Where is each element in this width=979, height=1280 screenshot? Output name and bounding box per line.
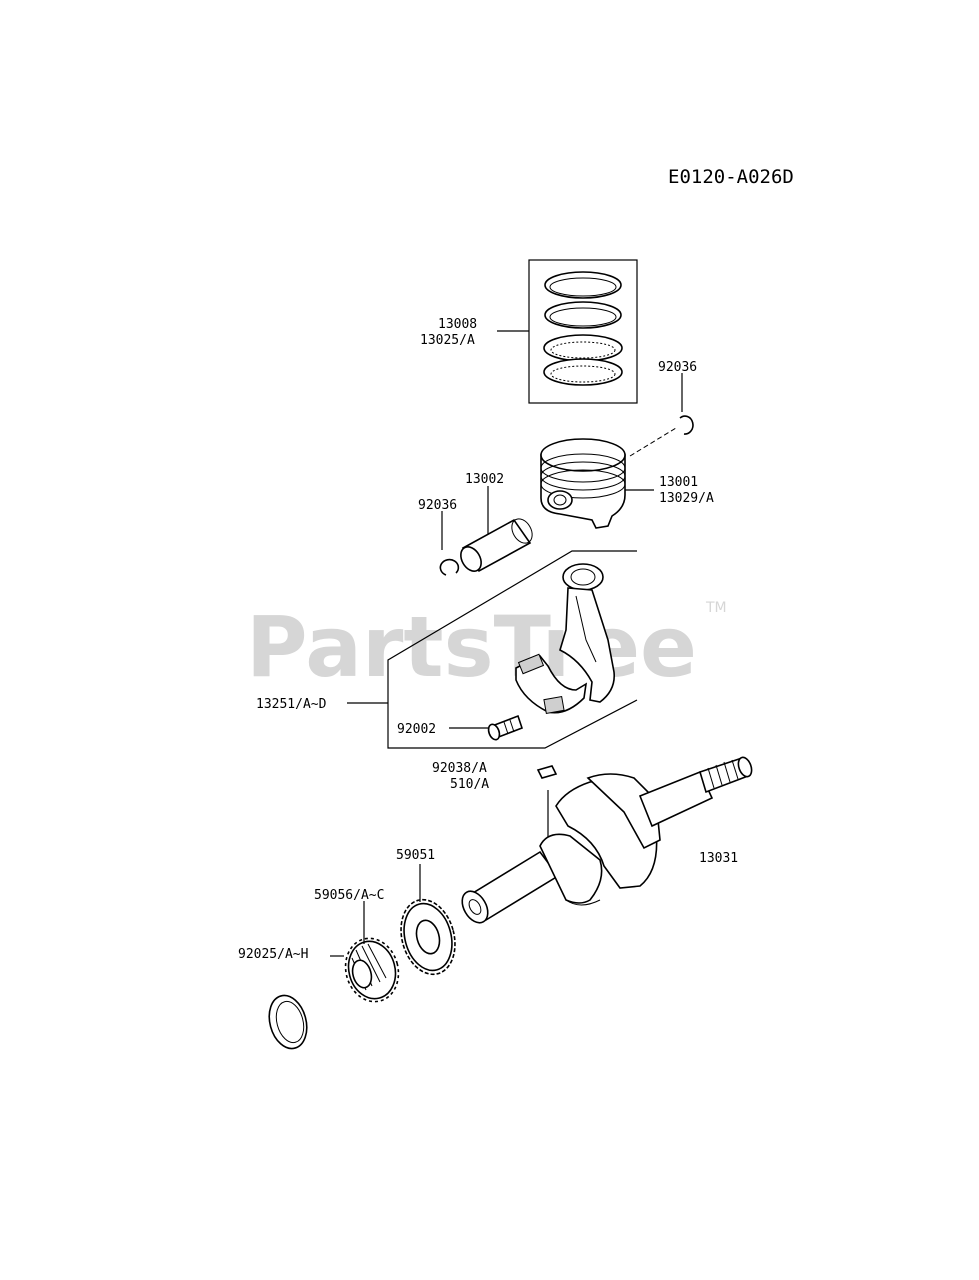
callout-92038a: 92038/A [432, 761, 487, 776]
rod-bolt[interactable] [449, 714, 524, 741]
piston-ring-set[interactable] [497, 259, 638, 404]
watermark-tm: TM [705, 600, 727, 616]
crank-gear[interactable] [393, 864, 463, 980]
callout-13002: 13002 [465, 472, 504, 487]
piston-pin[interactable] [457, 486, 537, 575]
callout-92002: 92002 [397, 722, 436, 737]
callout-13031: 13031 [699, 851, 738, 866]
callout-92036-left: 92036 [418, 498, 457, 513]
connecting-rod-cap[interactable] [515, 653, 588, 715]
callout-13025a: 13025/A [420, 333, 475, 348]
callout-13001: 13001 [659, 475, 698, 490]
callout-510a: 510/A [450, 777, 489, 792]
callout-13008: 13008 [438, 317, 477, 332]
crankshaft[interactable] [457, 756, 754, 928]
connecting-rod-bracket [347, 550, 638, 749]
diagram-code: E0120-A026D [668, 166, 794, 188]
callout-92025: 92025/A~H [238, 947, 308, 962]
helical-gear[interactable] [339, 901, 406, 1008]
washer[interactable] [264, 955, 344, 1053]
circlip-left[interactable] [439, 511, 460, 576]
callout-13029a: 13029/A [659, 491, 714, 506]
callout-59051: 59051 [396, 848, 435, 863]
woodruff-key[interactable] [536, 765, 558, 840]
circlip-right[interactable] [629, 373, 694, 457]
callout-13251: 13251/A~D [256, 697, 327, 712]
piston[interactable] [540, 438, 654, 529]
watermark-text: PartsTree [246, 598, 697, 696]
callout-59056: 59056/A~C [314, 888, 384, 903]
callout-92036-right: 92036 [658, 360, 697, 375]
connecting-rod[interactable] [559, 563, 616, 703]
watermark: PartsTree TM [246, 598, 727, 696]
